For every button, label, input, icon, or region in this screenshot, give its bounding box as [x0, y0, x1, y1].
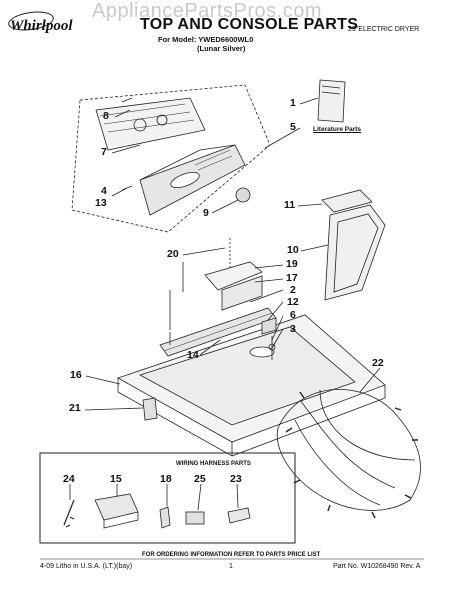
- callout-25: 25: [194, 473, 206, 485]
- console-knob: [235, 187, 251, 203]
- console-back-panel: [95, 97, 206, 151]
- literature-parts-label: Literature Parts: [313, 126, 362, 133]
- callout-3: 3: [290, 323, 296, 335]
- page-title: TOP AND CONSOLE PARTS: [140, 16, 359, 33]
- callout-23: 23: [230, 473, 242, 485]
- callout-12: 12: [287, 296, 299, 308]
- callout-5: 5: [290, 121, 296, 133]
- ordering-note: FOR ORDERING INFORMATION REFER TO PARTS …: [142, 552, 321, 558]
- callout-2: 2: [290, 284, 296, 296]
- foot: [142, 397, 158, 421]
- clip-18: [159, 506, 171, 529]
- part-23: [227, 507, 251, 524]
- wiring-harness: [276, 389, 421, 511]
- page-number: 1: [229, 563, 233, 570]
- callout-21: 21: [69, 402, 81, 414]
- callout-18: 18: [160, 473, 172, 485]
- callout-8: 8: [103, 110, 109, 122]
- model-line: For Model: YWED6600WL0: [158, 35, 254, 44]
- color-line: (Lunar Silver): [197, 44, 246, 53]
- callout-13: 13: [95, 197, 107, 209]
- part-25: [185, 511, 205, 525]
- literature-book: [317, 79, 346, 123]
- watermark: AppliancePartsPros.com: [92, 0, 322, 22]
- litho-line: 4-09 Litho in U.S.A. (LT.)(bay): [40, 563, 133, 570]
- product-type: 29"ELECTRIC DRYER: [348, 26, 420, 33]
- callout-22: 22: [372, 357, 384, 369]
- bracket: [204, 261, 263, 291]
- callout-9: 9: [203, 207, 209, 219]
- callout-11: 11: [284, 199, 296, 211]
- callout-7: 7: [101, 146, 107, 158]
- wiring-harness-box: [39, 452, 296, 544]
- callout-4: 4: [101, 185, 107, 197]
- console-group-outline: [71, 84, 271, 233]
- callout-1: 1: [290, 97, 296, 109]
- part-number: Part No. W10268490 Rev. A: [333, 563, 421, 570]
- callout-6: 6: [290, 309, 296, 321]
- callout-19: 19: [286, 258, 298, 270]
- wiring-harness-title: WIRING HARNESS PARTS: [176, 461, 251, 467]
- callout-16: 16: [70, 369, 82, 381]
- part-10-panel: [324, 204, 386, 301]
- part-11: [321, 189, 373, 213]
- callout-14: 14: [187, 349, 199, 361]
- callout-17: 17: [286, 272, 298, 284]
- brand-logo: Whirlpool: [10, 18, 73, 34]
- callout-10: 10: [287, 244, 299, 256]
- callout-20: 20: [167, 248, 179, 260]
- callout-15: 15: [110, 473, 122, 485]
- callout-24: 24: [63, 473, 75, 485]
- connector-15: [94, 493, 139, 521]
